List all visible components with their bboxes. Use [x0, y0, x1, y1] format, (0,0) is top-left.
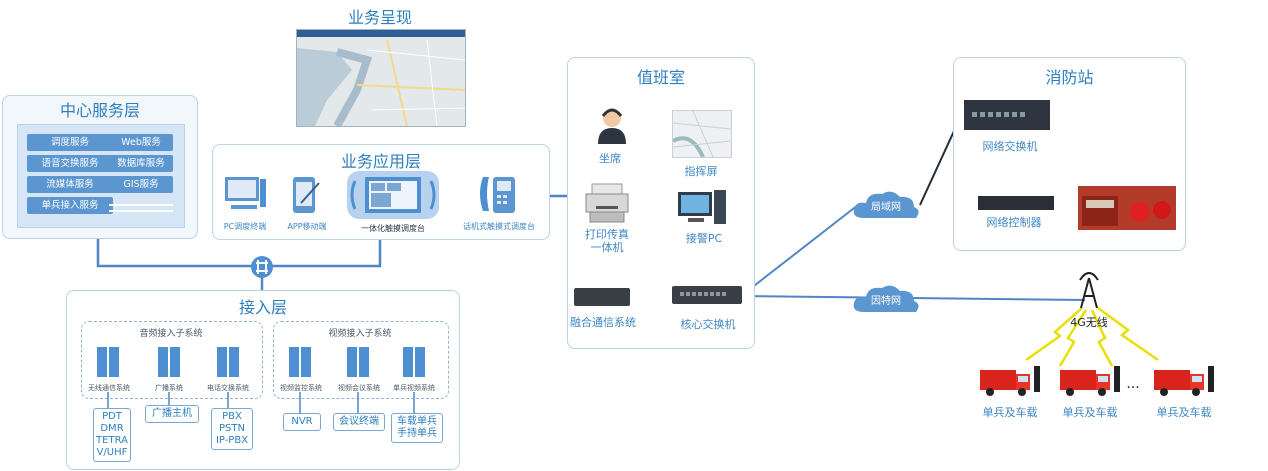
- audio-system-broadcast: 广播系统: [155, 384, 183, 392]
- service-database: 数据库服务: [109, 155, 173, 172]
- protocol-dmr: DMR: [100, 423, 124, 434]
- internet-cloud: 因特网: [850, 282, 922, 316]
- duty-room-panel: 值班室 坐席 指挥屏 打印传真一体机 接警PC 融合通信系统 核心交换机: [567, 57, 755, 349]
- internet-label: 因特网: [871, 296, 901, 307]
- video-system-conference: 视频会议系统: [338, 384, 380, 392]
- pc-terminal-icon: [223, 175, 267, 215]
- lan-cloud: 局域网: [850, 188, 922, 222]
- conference-terminal-box: 会议终端: [333, 413, 385, 431]
- app-phone-console-label: 话机式触摸式调度台: [463, 222, 535, 231]
- app-layer-panel: 业务应用层 PC调度终端 APP移动端 一体化触摸调度台 话机式触摸式调度台: [212, 144, 550, 240]
- protocol-vuhf: V/UHF: [96, 447, 128, 458]
- phone-console-icon: [477, 173, 517, 217]
- terminal-label-1: 单兵及车载: [982, 406, 1038, 419]
- protocol-pdt: PDT: [102, 411, 122, 422]
- service-streaming: 流媒体服务: [27, 176, 113, 193]
- duty-seat-label: 坐席: [599, 152, 621, 165]
- video-system-soldier: 单兵视频系统: [393, 384, 435, 392]
- center-service-title: 中心服务层: [59, 101, 140, 120]
- fire-truck-1: [978, 362, 1042, 396]
- video-subsystem-title: 视频接入子系统: [328, 329, 392, 339]
- display-title: 业务呈现: [347, 8, 412, 27]
- core-lan-link: [740, 204, 859, 297]
- terminal-ellipsis: ...: [1126, 376, 1140, 392]
- app-layer-title: 业务应用层: [340, 152, 421, 171]
- operator-icon: [594, 106, 630, 144]
- vehicle-soldier: 车载单兵: [397, 416, 437, 427]
- video-subsystem-frame: [273, 321, 449, 399]
- app-touch-console-label: 一体化触摸调度台: [361, 224, 425, 233]
- audio-subsystem-title: 音频接入子系统: [139, 329, 203, 339]
- core-switch-device: [672, 286, 742, 304]
- mobile-app-icon: [291, 175, 321, 215]
- soldier-devices-box: 车载单兵 手持单兵: [391, 413, 443, 443]
- fire-truck-2: [1058, 362, 1122, 396]
- protocol-ip-pbx: IP-PBX: [215, 435, 249, 446]
- fire-station-title: 消防站: [1045, 68, 1094, 87]
- conference-terminal: 会议终端: [339, 416, 379, 427]
- audio-system-phone-switch: 电话交换系统: [207, 384, 249, 392]
- phone-switch-server-icon: [217, 347, 239, 377]
- protocol-tetra: TETRA: [96, 435, 128, 446]
- service-gis: GIS服务: [109, 176, 173, 193]
- soldier-video-server-icon: [403, 347, 425, 377]
- lan-label: 局域网: [871, 202, 901, 213]
- fire-alarm-equipment: [1078, 186, 1176, 230]
- duty-room-title: 值班室: [636, 68, 685, 87]
- broadcast-host: 广播主机: [152, 408, 192, 419]
- protocol-pbx: PBX: [222, 411, 242, 422]
- duty-printer-label: 打印传真一体机: [585, 228, 629, 254]
- center-service-panel: 中心服务层 调度服务 语音交换服务 流媒体服务 单兵接入服务 Web服务 数据库…: [2, 95, 198, 239]
- app-mobile-label: APP移动端: [287, 222, 327, 231]
- app-pc-label: PC调度终端: [223, 222, 267, 231]
- handheld-soldier: 手持单兵: [397, 428, 437, 439]
- service-web: Web服务: [109, 134, 173, 151]
- audio-subsystem-frame: [81, 321, 263, 399]
- audio-system-wireless: 无线通信系统: [88, 384, 130, 392]
- wireless-protocols-box: PDT DMR TETRA V/UHF: [93, 408, 131, 462]
- terminal-label-3: 单兵及车载: [1156, 406, 1212, 419]
- terminal-label-2: 单兵及车载: [1062, 406, 1118, 419]
- printer-icon: [584, 182, 630, 224]
- service-soldier-access: 单兵接入服务: [27, 197, 113, 214]
- protocol-pstn: PSTN: [219, 423, 245, 434]
- access-layer-panel: 接入层 音频接入子系统 视频接入子系统 无线通信系统 广播系统 电话交换系统 视…: [66, 290, 460, 470]
- command-screen-map: [672, 110, 732, 158]
- fire-switch-label: 网络交换机: [982, 140, 1038, 153]
- broadcast-server-icon: [158, 347, 180, 377]
- duty-core-switch-label: 核心交换机: [680, 318, 736, 331]
- antenna-icon: [1077, 270, 1101, 310]
- service-dispatch: 调度服务: [27, 134, 113, 151]
- map-screenshot: [296, 29, 466, 127]
- service-voice-switch: 语音交换服务: [27, 155, 113, 172]
- fire-station-panel: 消防站 网络交换机 网络控制器: [953, 57, 1186, 251]
- fire-controller-label: 网络控制器: [986, 216, 1042, 229]
- fire-switch-device: [964, 100, 1050, 130]
- fusion-system-device: [574, 288, 630, 306]
- access-layer-title: 接入层: [238, 298, 287, 317]
- broadcast-host-box: 广播主机: [145, 405, 199, 423]
- fire-truck-3: [1152, 362, 1216, 396]
- duty-fusion-label: 融合通信系统: [570, 316, 636, 329]
- network-controller-device: [978, 196, 1054, 210]
- duty-pc-label: 接警PC: [685, 232, 723, 245]
- touch-console-icon: [347, 171, 439, 219]
- alarm-pc-icon: [678, 188, 728, 226]
- center-app-link: [96, 238, 382, 268]
- phone-protocols-box: PBX PSTN IP-PBX: [211, 408, 253, 450]
- duty-screen-label: 指挥屏: [684, 165, 718, 178]
- wireless-bolts: [1025, 306, 1159, 367]
- video-monitor-server-icon: [289, 347, 311, 377]
- router-icon: [250, 255, 274, 279]
- nvr: NVR: [291, 416, 313, 427]
- wireless-server-icon: [97, 347, 119, 377]
- nvr-box: NVR: [283, 413, 321, 431]
- video-conference-server-icon: [347, 347, 369, 377]
- video-system-monitor: 视频监控系统: [280, 384, 322, 392]
- wireless-label: 4G无线: [1070, 316, 1108, 329]
